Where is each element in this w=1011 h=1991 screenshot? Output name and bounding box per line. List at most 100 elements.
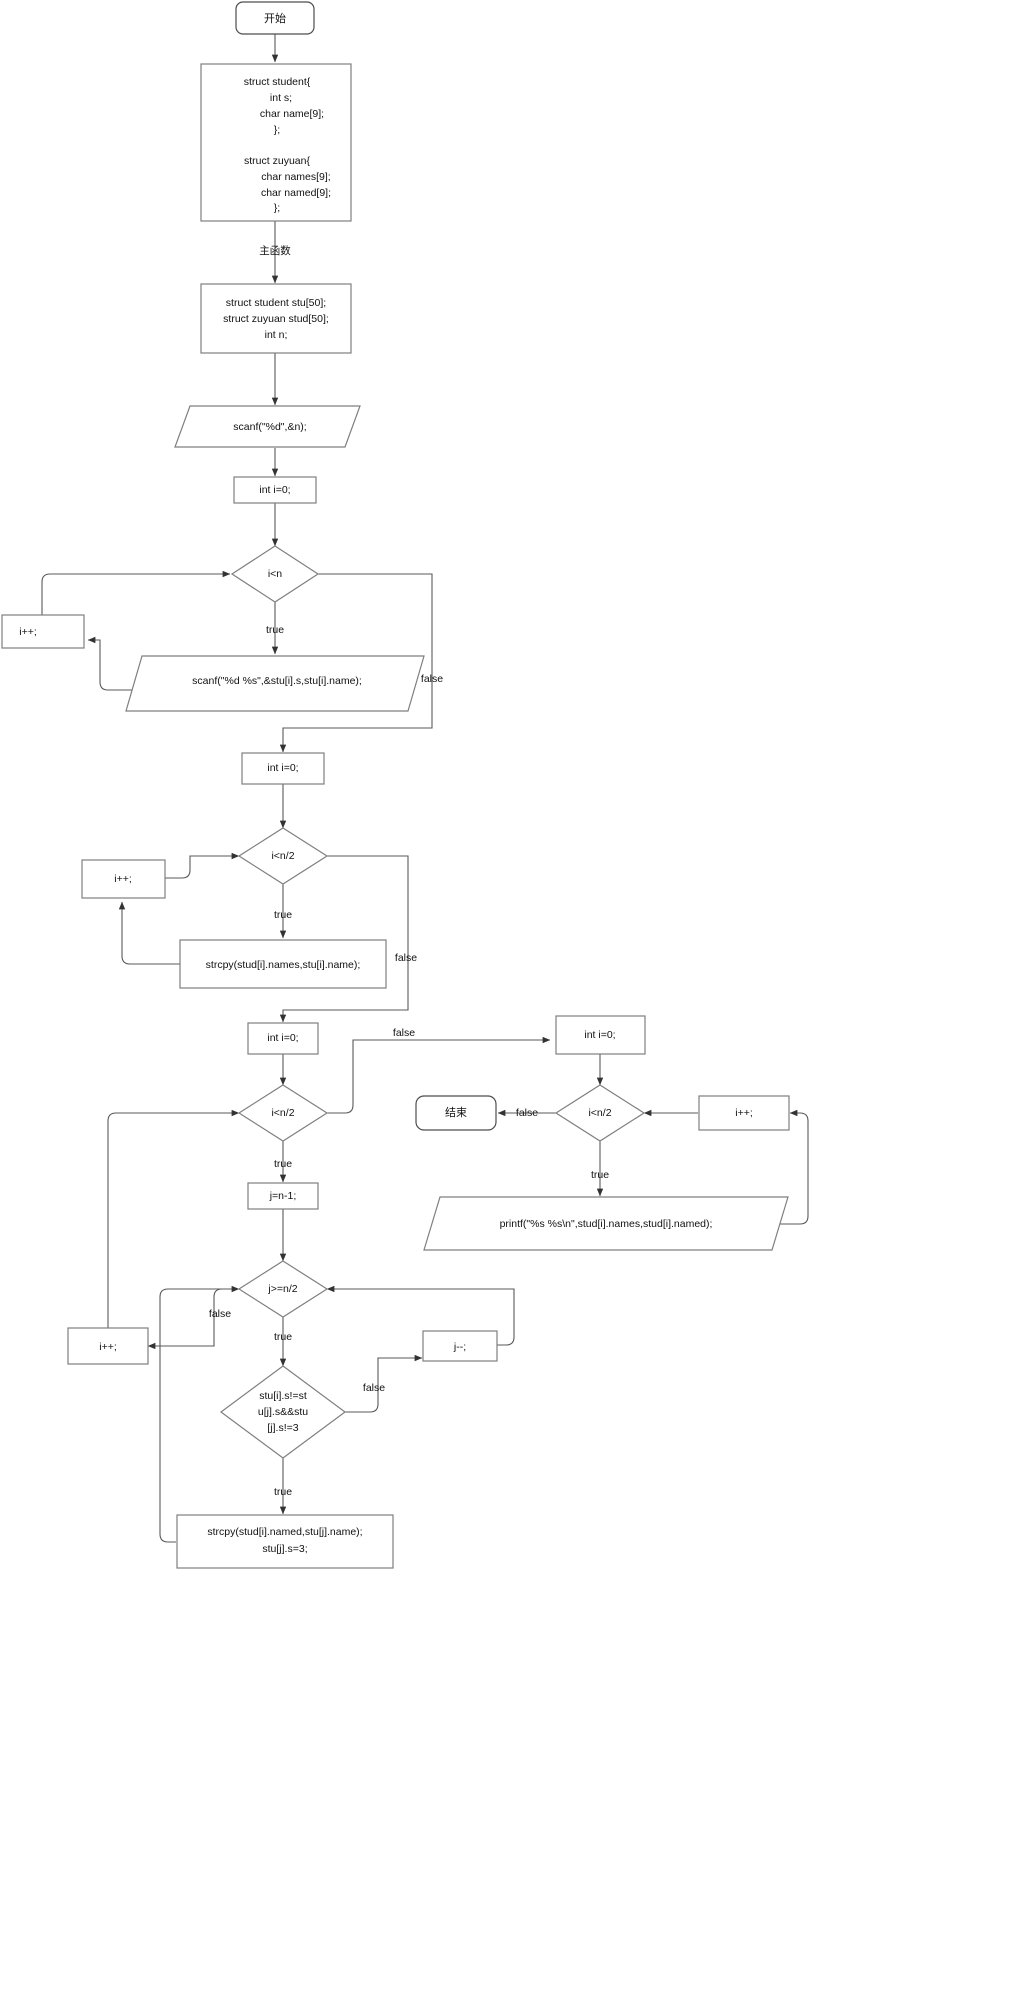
node-inc-i-3[interactable]: i++;	[67, 1327, 149, 1365]
edge-label-true-5: true	[274, 1486, 292, 1498]
cond-match-line-1: u[j].s&&stu	[258, 1406, 308, 1418]
init-i-2-shape	[241, 752, 325, 785]
j-init-shape	[247, 1182, 319, 1210]
node-cond-i-lt-n2-a[interactable]: i<n/2	[237, 827, 329, 885]
node-cond-j-ge-n2[interactable]: j>=n/2	[237, 1260, 329, 1318]
init-i-4-shape	[555, 1015, 646, 1055]
node-cond-i-lt-n[interactable]: i<n	[230, 545, 320, 603]
end-label: 结束	[445, 1106, 467, 1119]
cond-i-lt-n2-c-label: i<n/2	[588, 1107, 611, 1119]
edge-scanstudent-to-inc1	[87, 636, 170, 691]
cond-match-line-0: stu[i].s!=st	[259, 1390, 307, 1402]
structs-line-2: char name[9];	[260, 108, 324, 120]
strcpy-named-shape	[176, 1514, 394, 1569]
node-j-init[interactable]: j=n-1;	[247, 1182, 319, 1210]
inc-i-3-shape	[67, 1327, 149, 1365]
inc-i-1-label: i++;	[19, 626, 37, 638]
edge-labels: 主函数 true false true false false true fal…	[209, 244, 609, 1498]
node-inc-i-4[interactable]: i++;	[698, 1095, 790, 1131]
edge-strcpynamed-to-condj	[159, 1285, 240, 1543]
edge-cond2-false	[279, 855, 409, 1023]
node-scan-n[interactable]: scanf("%d",&n);	[174, 405, 361, 448]
strcpy-names-label: strcpy(stud[i].names,stu[i].name);	[206, 959, 361, 971]
edge-label-false-2: false	[395, 952, 417, 964]
edge-label-main-function: 主函数	[259, 244, 291, 257]
cond-i-lt-n-shape	[230, 545, 320, 603]
cond-i-lt-n2-b-label: i<n/2	[271, 1107, 294, 1119]
edge-strcpy-to-inc2	[118, 901, 180, 965]
node-strcpy-named[interactable]: strcpy(stud[i].named,stu[j].name); stu[j…	[176, 1514, 394, 1569]
node-print-out[interactable]: printf("%s %s\n",stud[i].names,stud[i].n…	[423, 1196, 789, 1251]
cond-i-lt-n2-b-shape	[237, 1084, 329, 1142]
inc-i-2-shape	[81, 859, 166, 899]
edge-label-false-3: false	[393, 1027, 415, 1039]
node-cond-match[interactable]: stu[i].s!=st u[j].s&&stu [j].s!=3	[219, 1365, 347, 1459]
init-i-2-label: int i=0;	[267, 762, 298, 774]
scan-n-io-shape	[174, 405, 361, 448]
scan-student-io-shape	[125, 655, 425, 712]
edge-cond1-false	[279, 573, 433, 753]
node-dec-j[interactable]: j--;	[422, 1330, 498, 1362]
edge-printf-to-inc4	[772, 1109, 809, 1225]
cond-i-lt-n2-a-label: i<n/2	[271, 850, 294, 862]
scan-n-label: scanf("%d",&n);	[233, 421, 306, 433]
start-label: 开始	[264, 11, 286, 25]
edge-label-false-1: false	[421, 673, 443, 685]
cond-match-line-2: [j].s!=3	[267, 1422, 298, 1434]
inc-i-2-label: i++;	[114, 873, 132, 885]
edge-label-false-5: false	[363, 1382, 385, 1394]
structs-line-5: struct zuyuan{	[244, 155, 310, 167]
structs-line-8: };	[274, 202, 280, 214]
node-declare[interactable]: struct student stu[50]; struct zuyuan st…	[200, 283, 352, 354]
declare-process-shape	[200, 283, 352, 354]
strcpy-named-line-0: strcpy(stud[i].named,stu[j].name);	[207, 1526, 362, 1538]
node-strcpy-names[interactable]: strcpy(stud[i].names,stu[i].name);	[179, 939, 387, 989]
end-terminator-shape	[415, 1095, 497, 1131]
node-end[interactable]: 结束	[415, 1095, 497, 1131]
node-scan-student[interactable]: scanf("%d %s",&stu[i].s,stu[i].name);	[125, 655, 425, 712]
node-inc-i-1[interactable]: i++;	[1, 614, 85, 649]
declare-line-0: struct student stu[50];	[226, 297, 326, 309]
start-terminator-shape	[235, 1, 315, 35]
edge-inc1-to-cond1	[41, 570, 231, 615]
cond-i-lt-n-label: i<n	[268, 568, 282, 580]
node-init-i-3[interactable]: int i=0;	[247, 1022, 319, 1055]
structs-line-0: struct student{	[244, 76, 311, 88]
connectors	[41, 34, 809, 1543]
inc-i-4-shape	[698, 1095, 790, 1131]
node-inc-i-2[interactable]: i++;	[81, 859, 166, 899]
node-structs[interactable]: struct student{ int s; char name[9]; }; …	[200, 63, 352, 222]
strcpy-named-line-1: stu[j].s=3;	[262, 1543, 307, 1555]
edge-label-false-6: false	[516, 1107, 538, 1119]
structs-line-1: int s;	[270, 92, 292, 104]
init-i-1-shape	[233, 476, 317, 504]
structs-process-shape	[200, 63, 352, 222]
declare-line-1: struct zuyuan stud[50];	[223, 313, 329, 325]
cond-i-lt-n2-a-shape	[237, 827, 329, 885]
dec-j-shape	[422, 1330, 498, 1362]
node-cond-i-lt-n2-b[interactable]: i<n/2	[237, 1084, 329, 1142]
structs-line-7: char named[9];	[261, 187, 331, 199]
edge-condmatch-false	[345, 1354, 423, 1413]
edge-decj-to-condj	[326, 1285, 515, 1346]
node-init-i-2[interactable]: int i=0;	[241, 752, 325, 785]
node-init-i-4[interactable]: int i=0;	[555, 1015, 646, 1055]
print-out-io-shape	[423, 1196, 789, 1251]
node-start[interactable]: 开始	[235, 1, 315, 35]
node-init-i-1[interactable]: int i=0;	[233, 476, 317, 504]
edge-inc3-to-cond3	[107, 1109, 240, 1328]
edge-cond3-false	[327, 1036, 551, 1114]
edge-label-true-4: true	[274, 1331, 292, 1343]
strcpy-names-shape	[179, 939, 387, 989]
inc-i-3-label: i++;	[99, 1341, 117, 1353]
edge-label-true-1: true	[266, 624, 284, 636]
edge-label-true-6: true	[591, 1169, 609, 1181]
node-cond-i-lt-n2-c[interactable]: i<n/2	[554, 1084, 646, 1142]
cond-i-lt-n2-c-shape	[554, 1084, 646, 1142]
j-init-label: j=n-1;	[269, 1190, 297, 1202]
edge-label-false-4: false	[209, 1308, 231, 1320]
edge-label-true-3: true	[274, 1158, 292, 1170]
edge-inc2-to-cond2	[165, 852, 240, 879]
